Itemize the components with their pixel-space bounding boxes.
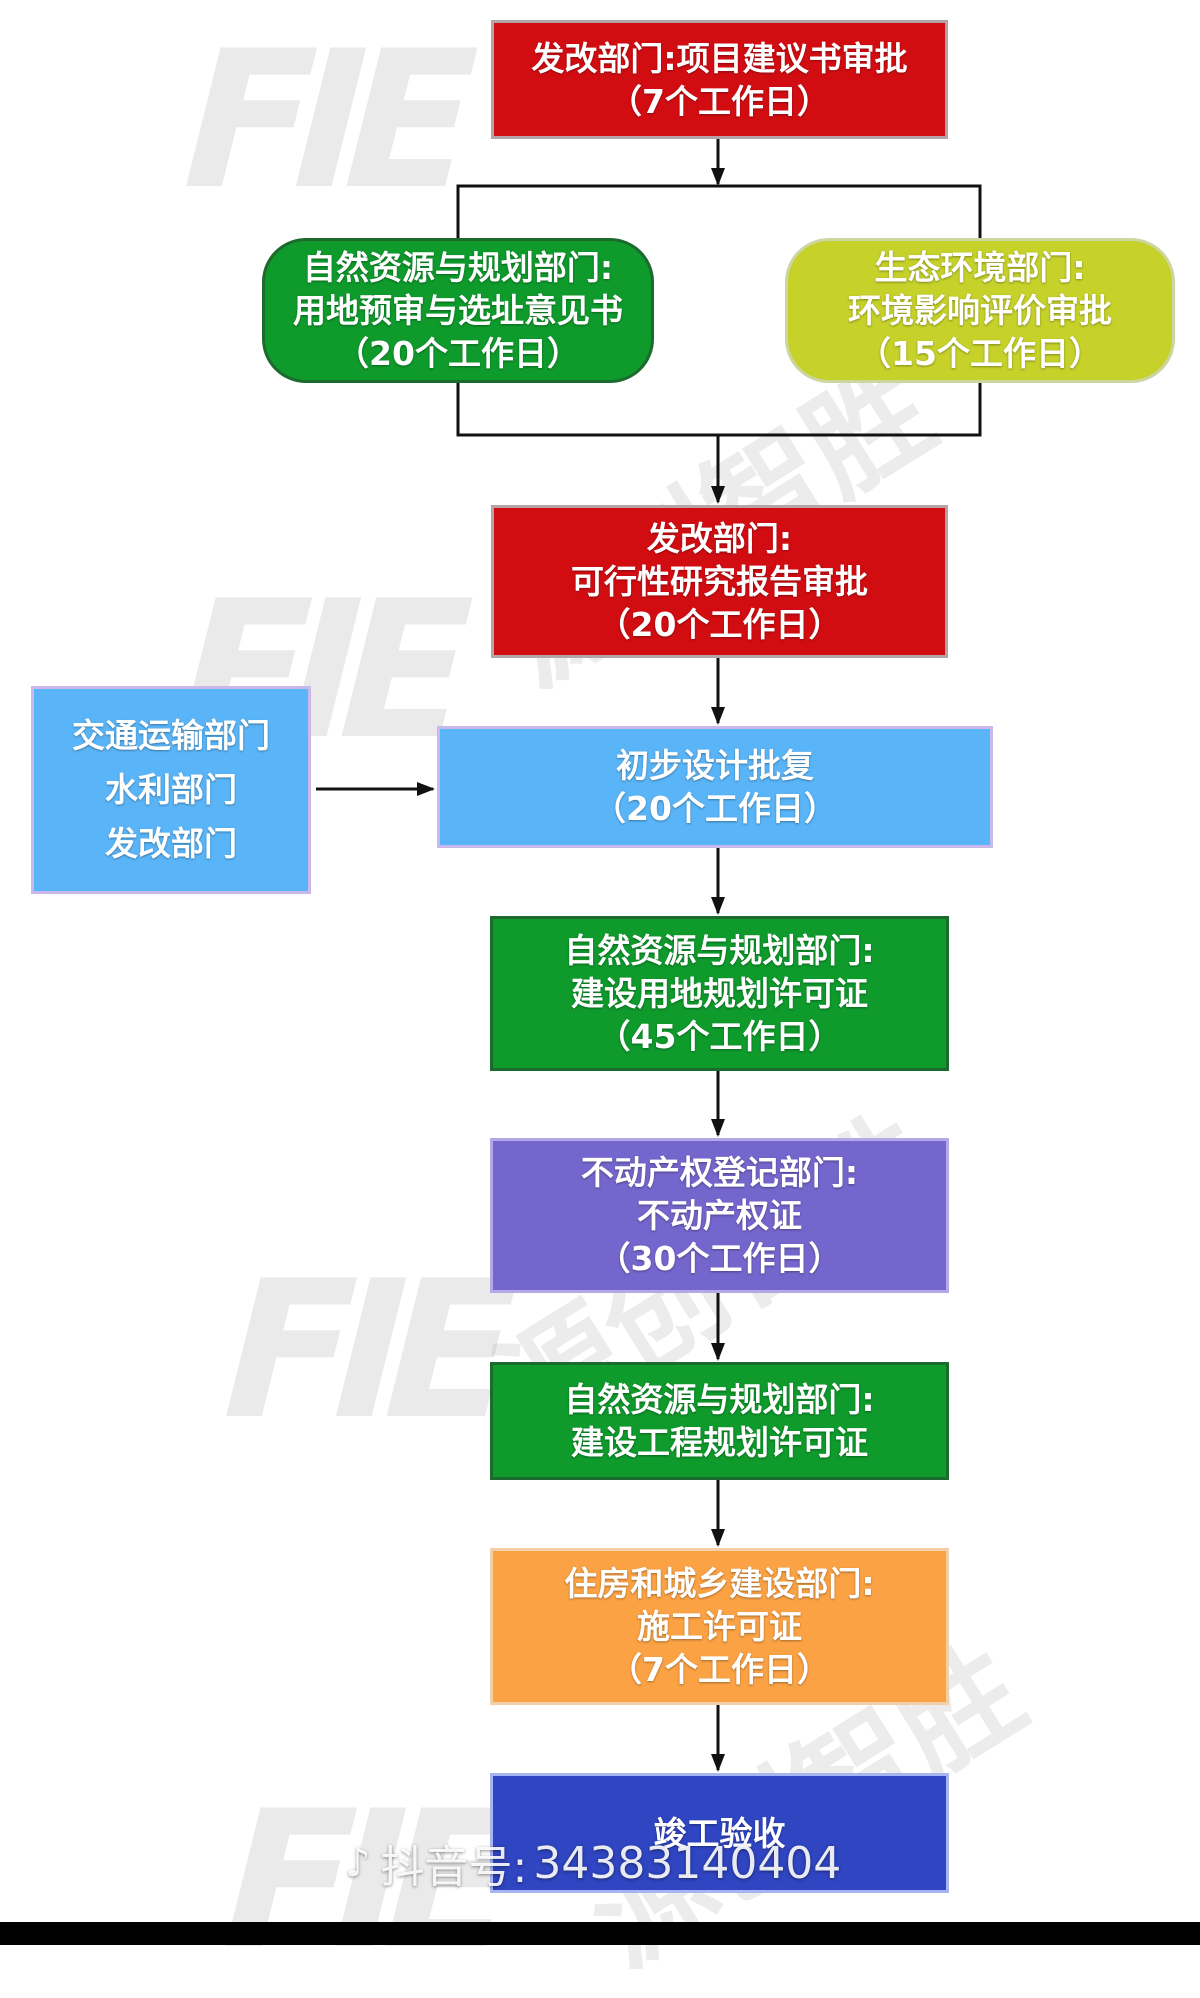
step2-land-preexam: 自然资源与规划部门: 用地预审与选址意见书 （20个工作日） bbox=[262, 238, 654, 383]
step2-land-line-1: 自然资源与规划部门: bbox=[302, 248, 614, 287]
step1-line-2: （7个工作日） bbox=[609, 81, 830, 121]
step8-line-1: 住房和城乡建设部门: bbox=[564, 1564, 875, 1603]
tiktok-note-icon: ♪ bbox=[345, 1840, 371, 1886]
step4-line-1: 初步设计批复 bbox=[616, 746, 814, 785]
step6-line-2: 不动产权证 bbox=[637, 1196, 802, 1235]
connector-layer bbox=[316, 139, 982, 1772]
step5-line-2: 建设用地规划许可证 bbox=[571, 974, 868, 1013]
step4-preliminary-design: 初步设计批复 （20个工作日） bbox=[437, 726, 993, 848]
step1-line-1: 发改部门:项目建议书审批 bbox=[531, 38, 908, 78]
step2-env-line-1: 生态环境部门: bbox=[874, 248, 1086, 287]
flowchart-canvas: FIE FIE FIE FIE 源创智胜 源创智胜 源创智胜 发改部门:项目建议… bbox=[0, 10, 1200, 1993]
step4-line-2: （20个工作日） bbox=[593, 789, 837, 828]
step5-line-3: （45个工作日） bbox=[597, 1017, 842, 1056]
step2-land-line-2: 用地预审与选址意见书 bbox=[293, 291, 623, 330]
side-dept-1: 交通运输部门 bbox=[72, 716, 270, 755]
step8-construction-permit: 住房和城乡建设部门: 施工许可证 （7个工作日） bbox=[490, 1548, 949, 1705]
step7-line-2: 建设工程规划许可证 bbox=[571, 1423, 868, 1462]
step7-engineering-planning-permit: 自然资源与规划部门: 建设工程规划许可证 bbox=[490, 1362, 949, 1480]
side-dept-2: 水利部门 bbox=[105, 770, 237, 809]
step6-property-certificate: 不动产权登记部门: 不动产权证 （30个工作日） bbox=[490, 1138, 949, 1293]
tiktok-id: 34383140404 bbox=[533, 1837, 842, 1889]
step3-line-1: 发改部门: bbox=[646, 519, 793, 558]
step3-feasibility-study: 发改部门: 可行性研究报告审批 （20个工作日） bbox=[491, 505, 948, 658]
tiktok-watermark: ♪ 抖音号: 34383140404 bbox=[345, 1833, 842, 1894]
branch-split-line bbox=[456, 184, 982, 238]
step6-line-3: （30个工作日） bbox=[597, 1239, 842, 1278]
side-departments: 交通运输部门 水利部门 发改部门 bbox=[31, 686, 311, 894]
step2-env-line-3: （15个工作日） bbox=[858, 334, 1102, 373]
step6-line-1: 不动产权登记部门: bbox=[580, 1153, 859, 1192]
step8-line-2: 施工许可证 bbox=[637, 1607, 802, 1646]
step5-line-1: 自然资源与规划部门: bbox=[564, 931, 875, 970]
step7-line-1: 自然资源与规划部门: bbox=[564, 1380, 875, 1419]
step2-env-line-2: 环境影响评价审批 bbox=[848, 291, 1112, 330]
bottom-black-bar bbox=[0, 1922, 1200, 1945]
step8-line-3: （7个工作日） bbox=[609, 1650, 830, 1689]
side-dept-3: 发改部门 bbox=[105, 824, 237, 863]
step2-environment-assessment: 生态环境部门: 环境影响评价审批 （15个工作日） bbox=[785, 238, 1175, 383]
step9-line-1: 竣工验收 bbox=[653, 1813, 786, 1853]
step3-line-3: （20个工作日） bbox=[597, 605, 842, 644]
branch-merge-line bbox=[456, 383, 982, 437]
tiktok-label: 抖音号: bbox=[380, 1842, 528, 1893]
step1-project-proposal: 发改部门:项目建议书审批 （7个工作日） bbox=[491, 20, 948, 139]
step2-land-line-3: （20个工作日） bbox=[336, 334, 580, 373]
step9-completion-acceptance: 竣工验收 bbox=[490, 1773, 949, 1893]
step3-line-2: 可行性研究报告审批 bbox=[571, 562, 868, 601]
step5-land-planning-permit: 自然资源与规划部门: 建设用地规划许可证 （45个工作日） bbox=[490, 916, 949, 1071]
